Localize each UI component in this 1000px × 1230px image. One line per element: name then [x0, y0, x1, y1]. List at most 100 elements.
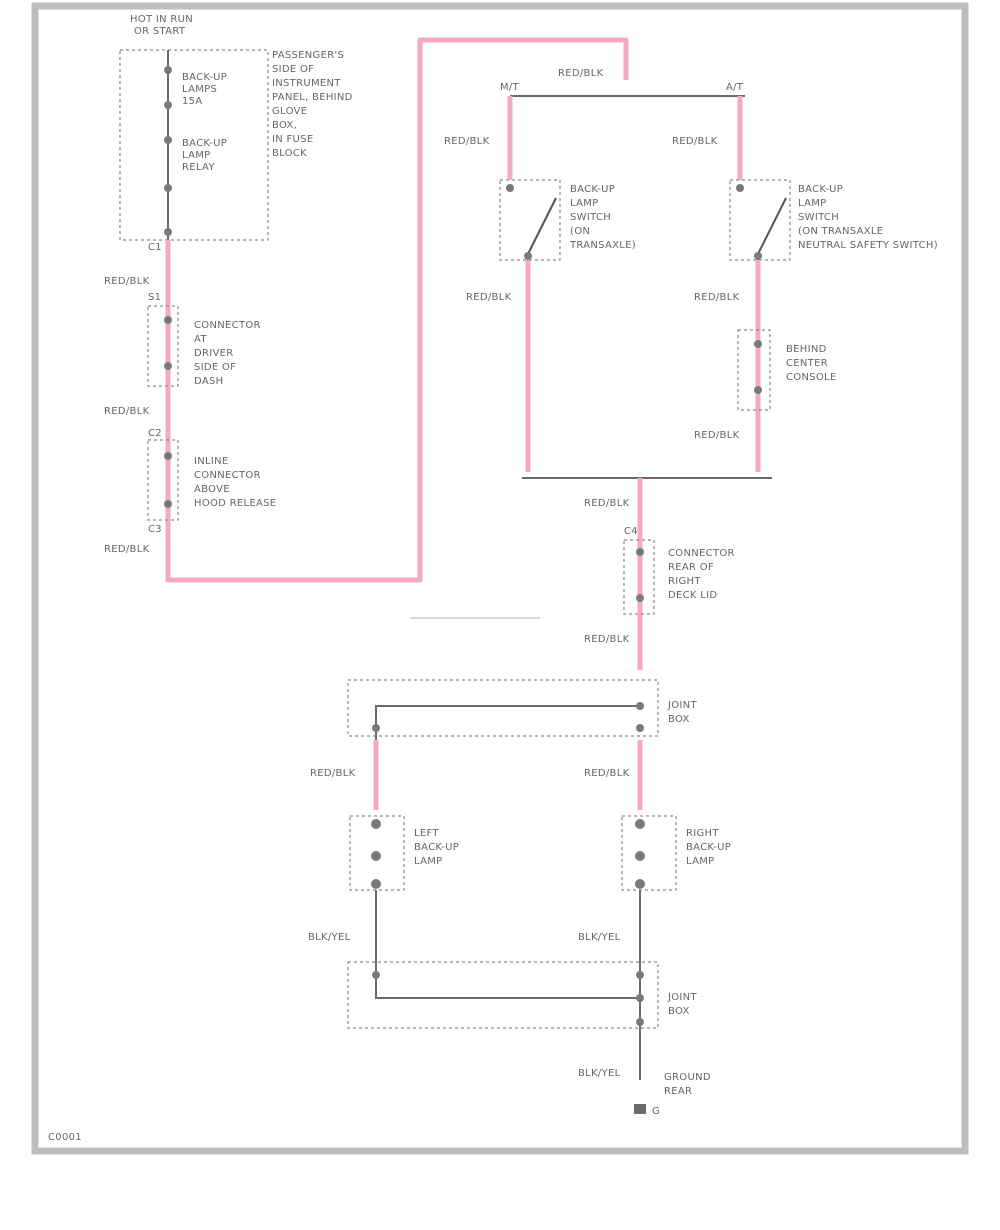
wire-label-at: RED/BLK — [672, 136, 718, 147]
right-lamp-pin-1 — [635, 819, 645, 829]
jb-bottom-pin-out — [636, 1018, 644, 1026]
rear-conn-1: CONNECTOR — [668, 548, 735, 559]
fuse-block-title-2: OR START — [134, 26, 186, 37]
fuse-loc-7: IN FUSE — [272, 134, 313, 145]
fuse-pin-out — [164, 228, 172, 236]
jb-top-pin-left — [372, 724, 380, 732]
at-switch-5: NEUTRAL SAFETY SWITCH) — [798, 240, 938, 251]
splice-s5: C4 — [624, 526, 638, 537]
right-lamp-3: LAMP — [686, 856, 715, 867]
at-conn-1: BEHIND — [786, 344, 827, 355]
splice-s3: C2 — [148, 428, 162, 439]
fuse-line-3: 15A — [182, 96, 202, 107]
at-switch-2: LAMP — [798, 198, 827, 209]
jb-bottom-pin-join — [636, 994, 644, 1002]
branch-at: A/T — [726, 82, 744, 93]
left-lamp-3: LAMP — [414, 856, 443, 867]
figure-id: C0001 — [48, 1132, 82, 1143]
right-lamp-bulb — [635, 851, 645, 861]
at-switch-pin-1 — [736, 184, 744, 192]
fuse-line-1: BACK-UP — [182, 72, 227, 83]
right-lamp-2: BACK-UP — [686, 842, 731, 853]
mt-switch-pin-2 — [524, 252, 532, 260]
rear-conn-4: DECK LID — [668, 590, 717, 601]
jb-top-pin-out — [636, 724, 644, 732]
splice-a-box — [147, 439, 179, 521]
branch-mt: M/T — [500, 82, 520, 93]
at-conn-box — [737, 329, 771, 411]
diagram-frame — [31, 2, 969, 1155]
jb-top-1: JOINT — [667, 700, 697, 711]
mt-switch-3: SWITCH — [570, 212, 611, 223]
wire-label-mid2: RED/BLK — [104, 544, 150, 555]
splice-s4: C3 — [148, 524, 162, 535]
jb-bottom-pin-in — [636, 971, 644, 979]
mt-switch-1: BACK-UP — [570, 184, 615, 195]
wire-label-join: RED/BLK — [584, 498, 630, 509]
left-lamp-pin-1 — [371, 819, 381, 829]
jb-bottom-left-wire — [375, 975, 640, 999]
ground-icon — [634, 1104, 646, 1114]
left-lamp-bulb — [371, 851, 381, 861]
rear-conn-2: REAR OF — [668, 562, 714, 573]
rear-conn-pin-1 — [636, 548, 644, 556]
wire-label-mt-out: RED/BLK — [466, 292, 512, 303]
fuse-block-box — [119, 49, 269, 241]
rear-conn-pin-2 — [636, 594, 644, 602]
rear-conn-box — [623, 539, 655, 615]
wire-label-gnd: BLK/YEL — [578, 1068, 621, 1079]
at-switch-4: (ON TRANSAXLE — [798, 226, 883, 237]
power-feed-wire — [165, 37, 629, 583]
splice-a-1: INLINE — [194, 456, 229, 467]
ground-label-2: REAR — [664, 1086, 692, 1097]
fuse-line-2: LAMPS — [182, 84, 217, 95]
jb-bottom-1: JOINT — [667, 992, 697, 1003]
wire-label-fuse-out: RED/BLK — [104, 276, 150, 287]
fuse-loc-8: BLOCK — [272, 148, 307, 159]
relay-pin-bottom — [164, 184, 172, 192]
relay-line-1: BACK-UP — [182, 138, 227, 149]
mt-switch-contact — [527, 197, 557, 255]
ground-tag: G — [652, 1106, 660, 1117]
ground-label-1: GROUND — [664, 1072, 711, 1083]
wire-label-at-out2: RED/BLK — [694, 430, 740, 441]
splice-a-3: ABOVE — [194, 484, 230, 495]
fuse-loc-6: BOX, — [272, 120, 297, 131]
jb-bottom-pin-left — [372, 971, 380, 979]
right-lamp-1: RIGHT — [686, 828, 719, 839]
jb-bottom-box — [347, 961, 659, 1029]
fuse-loc-5: GLOVE — [272, 106, 307, 117]
at-conn-3: CONSOLE — [786, 372, 837, 383]
left-lamp-box — [349, 815, 405, 891]
fuse-loc-2: SIDE OF — [272, 64, 314, 75]
jb-top-2: BOX — [668, 714, 690, 725]
mt-switch-5: TRANSAXLE) — [569, 240, 636, 251]
at-conn-2: CENTER — [786, 358, 828, 369]
left-lamp-1: LEFT — [414, 828, 439, 839]
splice-a-4: HOOD RELEASE — [194, 498, 276, 509]
at-conn-pin-2 — [754, 386, 762, 394]
jb-top-pin-in — [636, 702, 644, 710]
wire-label-mid1: RED/BLK — [104, 406, 150, 417]
splice-a-pin-1 — [164, 452, 172, 460]
wire-label-right-gnd: BLK/YEL — [578, 932, 621, 943]
wire-label-top: RED/BLK — [558, 68, 604, 79]
splice-s2: S1 — [148, 292, 161, 303]
conn-dash-5: DASH — [194, 376, 223, 387]
right-lamp-pin-2 — [635, 879, 645, 889]
relay-pin-top — [164, 136, 172, 144]
relay-line-2: LAMP — [182, 150, 211, 161]
rear-conn-3: RIGHT — [668, 576, 701, 587]
wire-label-at-out1: RED/BLK — [694, 292, 740, 303]
connector-dash-box — [147, 305, 179, 387]
jb-top-box — [347, 679, 659, 737]
fuse-loc-1: PASSENGER'S — [272, 50, 344, 61]
left-lamp-2: BACK-UP — [414, 842, 459, 853]
wire-label-mt: RED/BLK — [444, 136, 490, 147]
conn-dash-pin-2 — [164, 362, 172, 370]
jb-bottom-2: BOX — [668, 1006, 690, 1017]
conn-dash-3: DRIVER — [194, 348, 234, 359]
wire-label-left-gnd: BLK/YEL — [308, 932, 351, 943]
fuse-loc-3: INSTRUMENT — [272, 78, 341, 89]
